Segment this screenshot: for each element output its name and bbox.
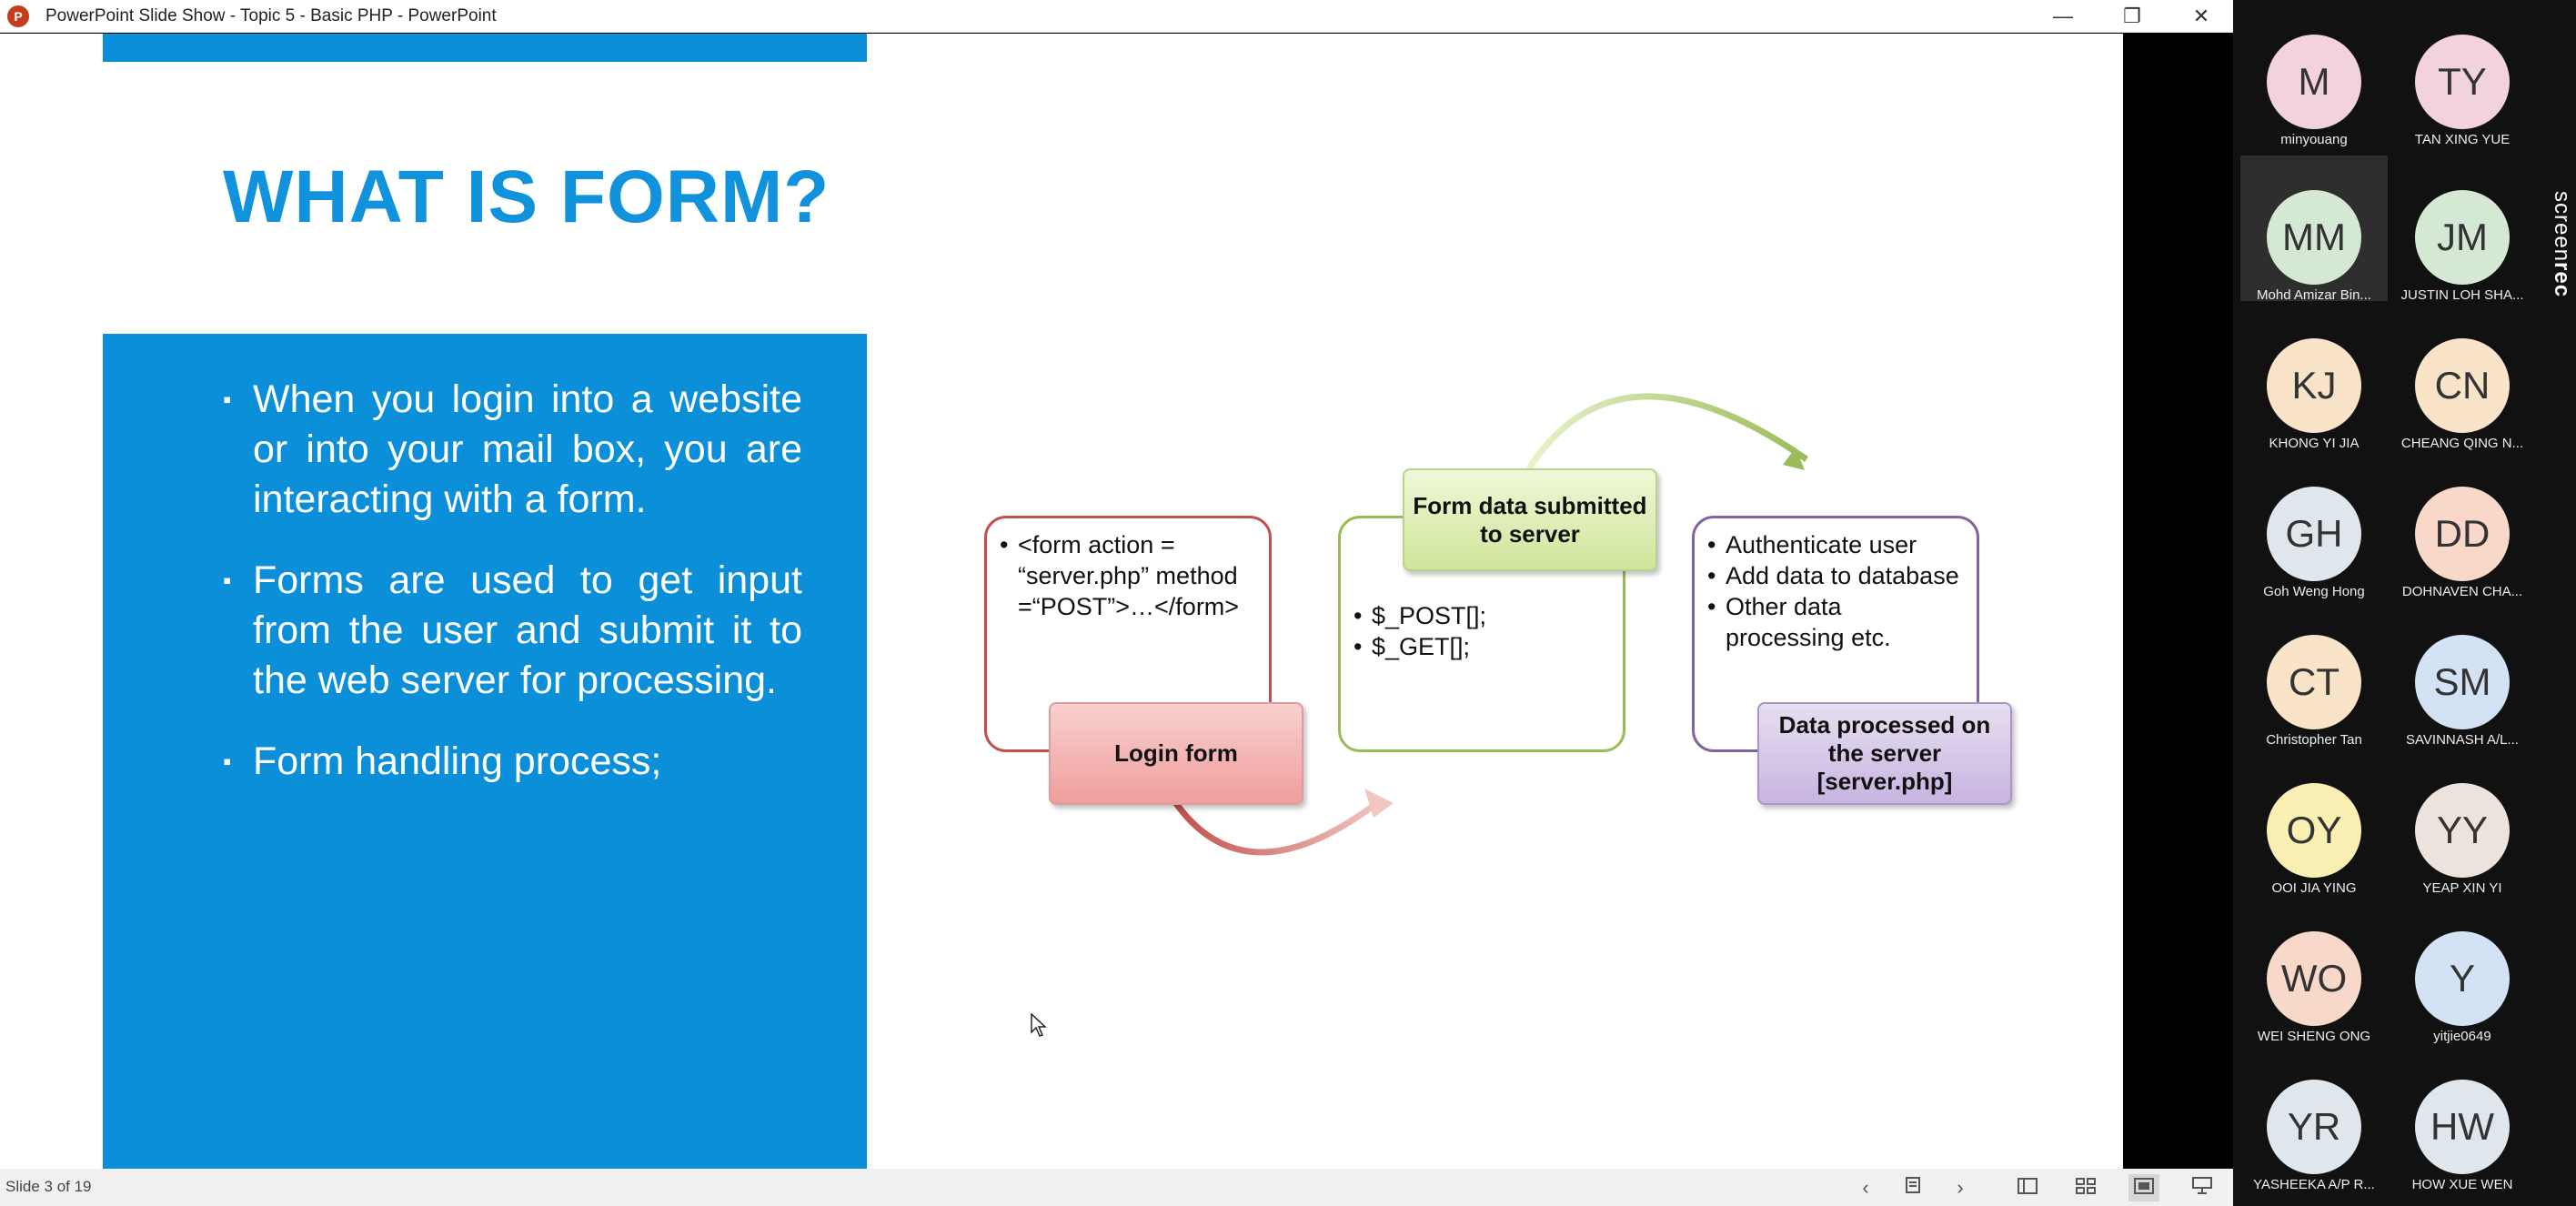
avatar: Y xyxy=(2415,931,2510,1026)
participant-tile[interactable]: TY TAN XING YUE xyxy=(2389,0,2536,147)
form-submitted-label: Form data submitted to server xyxy=(1403,468,1657,571)
slide-sorter-icon[interactable] xyxy=(2070,1174,2101,1201)
participant-name: Goh Weng Hong xyxy=(2263,584,2365,599)
slide-title: WHAT IS FORM? xyxy=(223,156,830,238)
participant-name: HOW XUE WEN xyxy=(2411,1177,2513,1192)
restore-button[interactable]: ❐ xyxy=(2123,5,2141,27)
bullet-item: ▪ Forms are used to get input from the u… xyxy=(223,556,802,706)
slideshow-icon[interactable] xyxy=(2187,1174,2218,1201)
list-item: $_GET[]; xyxy=(1353,631,1610,662)
participant-name: Mohd Amizar Bin... xyxy=(2257,287,2371,303)
bullet-item: ▪ When you login into a website or into … xyxy=(223,375,802,525)
participant-name: yitjie0649 xyxy=(2433,1029,2491,1044)
avatar: YR xyxy=(2267,1080,2361,1174)
participant-tile[interactable]: DD DOHNAVEN CHA... xyxy=(2389,452,2536,599)
title-bar: P PowerPoint Slide Show - Topic 5 - Basi… xyxy=(0,0,2233,33)
participant-name: Christopher Tan xyxy=(2266,732,2362,748)
participant-name: DOHNAVEN CHA... xyxy=(2401,584,2523,599)
bullet-text: Form handling process; xyxy=(253,739,662,783)
participant-tile[interactable]: M minyouang xyxy=(2240,0,2388,147)
participant-tile[interactable]: YY YEAP XIN YI xyxy=(2389,749,2536,896)
participant-tile[interactable]: JM JUSTIN LOH SHA... xyxy=(2389,156,2536,303)
avatar: CT xyxy=(2267,635,2361,729)
participant-tile-active-speaker[interactable]: MM Mohd Amizar Bin... xyxy=(2240,156,2388,303)
powerpoint-icon: P xyxy=(7,5,29,27)
avatar: OY xyxy=(2267,783,2361,878)
minimize-button[interactable]: — xyxy=(2053,5,2073,27)
bullet-square-icon: ▪ xyxy=(223,748,232,775)
screenrec-text: screen xyxy=(2550,191,2574,263)
participant-tile[interactable]: OY OOI JIA YING xyxy=(2240,749,2388,896)
participant-name: KHONG YI JIA xyxy=(2269,436,2360,451)
blue-content-panel xyxy=(103,334,867,1169)
powerpoint-window: P PowerPoint Slide Show - Topic 5 - Basi… xyxy=(0,0,2233,1206)
participant-tile[interactable]: KJ KHONG YI JIA xyxy=(2240,304,2388,451)
bullet-text: When you login into a website or into yo… xyxy=(253,377,802,521)
participant-tile[interactable]: SM SAVINNASH A/L... xyxy=(2389,600,2536,748)
avatar: KJ xyxy=(2267,338,2361,433)
avatar: SM xyxy=(2415,635,2510,729)
avatar: GH xyxy=(2267,487,2361,581)
window-title: PowerPoint Slide Show - Topic 5 - Basic … xyxy=(45,6,497,25)
bullet-square-icon: ▪ xyxy=(223,567,232,594)
participant-name: minyouang xyxy=(2280,132,2348,147)
avatar: TY xyxy=(2415,35,2510,129)
bullet-text: Forms are used to get input from the use… xyxy=(253,558,802,702)
avatar: M xyxy=(2267,35,2361,129)
previous-slide-button[interactable]: ‹ xyxy=(1862,1176,1869,1199)
diagram-arrows xyxy=(1172,393,1808,856)
list-item: Add data to database xyxy=(1707,560,1964,591)
participant-tile[interactable]: CN CHEANG QING N... xyxy=(2389,304,2536,451)
participant-name: YEAP XIN YI xyxy=(2422,880,2502,896)
avatar: YY xyxy=(2415,783,2510,878)
arrow-to-server xyxy=(1172,799,1381,856)
avatar: HW xyxy=(2415,1080,2510,1174)
participant-name: CHEANG QING N... xyxy=(2400,436,2524,451)
bullet-list: ▪ When you login into a website or into … xyxy=(223,375,802,818)
bullet-square-icon: ▪ xyxy=(223,386,232,413)
form-handling-diagram: <form action = “server.php” method =“POS… xyxy=(973,343,2028,907)
mouse-pointer-icon xyxy=(1031,1013,1047,1037)
login-form-label: Login form xyxy=(1049,702,1303,805)
list-item: <form action = “server.php” method =“POS… xyxy=(1000,529,1256,622)
participant-tile[interactable]: CT Christopher Tan xyxy=(2240,600,2388,748)
participant-name: OOI JIA YING xyxy=(2271,880,2357,896)
status-bar: Slide 3 of 19 ‹ › xyxy=(0,1169,2233,1206)
slide[interactable]: WHAT IS FORM? ▪ When you login into a we… xyxy=(0,34,2123,1169)
reading-view-icon[interactable] xyxy=(2128,1174,2159,1201)
arrow-to-server-head xyxy=(1364,789,1394,818)
participant-tile[interactable]: HW HOW XUE WEN xyxy=(2389,1045,2536,1192)
slide-menu-icon[interactable] xyxy=(1897,1174,1928,1201)
data-processed-label: Data processed on the server [server.php… xyxy=(1757,702,2012,805)
avatar: DD xyxy=(2415,487,2510,581)
avatar: WO xyxy=(2267,931,2361,1026)
participant-tile[interactable]: GH Goh Weng Hong xyxy=(2240,452,2388,599)
normal-view-icon[interactable] xyxy=(2012,1174,2043,1201)
participant-tile[interactable]: WO WEI SHENG ONG xyxy=(2240,897,2388,1044)
screenrec-watermark: screenrec xyxy=(2550,191,2574,327)
avatar: JM xyxy=(2415,190,2510,285)
participants-panel: M minyouang TY TAN XING YUE MM Mohd Amiz… xyxy=(2233,0,2576,1206)
list-item: Authenticate user xyxy=(1707,529,1964,560)
screenrec-text-bold: rec xyxy=(2550,262,2574,298)
close-button[interactable]: ✕ xyxy=(2192,5,2210,27)
participant-tile[interactable]: YR YASHEEKA A/P R... xyxy=(2240,1045,2388,1192)
participant-name: SAVINNASH A/L... xyxy=(2406,732,2519,748)
participant-name: JUSTIN LOH SHA... xyxy=(2400,287,2524,303)
slide-counter: Slide 3 of 19 xyxy=(5,1178,92,1195)
arrow-to-processing-head xyxy=(1783,447,1805,470)
avatar: CN xyxy=(2415,338,2510,433)
arrow-to-processing xyxy=(1526,393,1808,470)
participant-name: YASHEEKA A/P R... xyxy=(2253,1177,2375,1192)
bullet-item: ▪ Form handling process; xyxy=(223,737,802,787)
list-item: $_POST[]; xyxy=(1353,600,1610,631)
participant-name: WEI SHENG ONG xyxy=(2257,1029,2371,1044)
next-slide-button[interactable]: › xyxy=(1957,1176,1964,1199)
blue-accent-strip xyxy=(103,34,867,62)
avatar: MM xyxy=(2267,190,2361,285)
participant-tile[interactable]: Y yitjie0649 xyxy=(2389,897,2536,1044)
participant-name: TAN XING YUE xyxy=(2414,132,2511,147)
list-item: Other data processing etc. xyxy=(1707,591,1964,653)
